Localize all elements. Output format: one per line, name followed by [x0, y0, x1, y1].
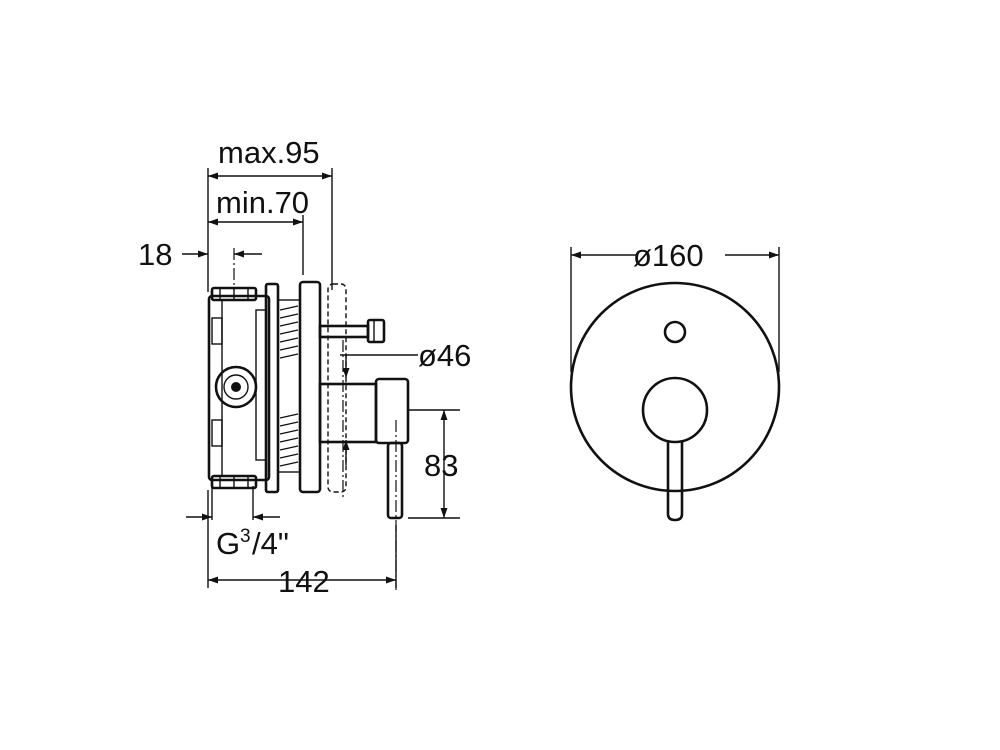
dim-lever-height: 83 [424, 448, 458, 483]
dim-thread-numerator: 3 [240, 526, 251, 547]
dim-offset: 18 [138, 237, 172, 272]
handle-hub-circle [641, 376, 709, 444]
phantom-plate [327, 283, 347, 493]
dim-min-depth: min.70 [216, 185, 309, 220]
front-view [569, 247, 781, 522]
dimension-labels: max.95 min.70 18 ø46 83 142 ø160 G 3 /4" [138, 135, 704, 599]
dim-max-depth: max.95 [218, 135, 320, 170]
valve-body [207, 286, 271, 490]
dim-total-depth: 142 [278, 564, 330, 599]
dim-thread: G 3 /4" [216, 526, 289, 561]
side-view [182, 168, 460, 590]
dim-plate-diameter: ø160 [633, 238, 704, 273]
dim-shaft-diameter: ø46 [418, 338, 471, 373]
dim-thread-denominator: /4" [252, 526, 289, 561]
extension-lines [207, 168, 460, 588]
wall-plate-circle [569, 281, 781, 493]
front-lever [666, 442, 684, 522]
ribbed-section [264, 280, 322, 494]
diverter-pin [318, 318, 386, 344]
dim-thread-prefix: G [216, 526, 240, 561]
handle-lever [318, 377, 410, 520]
diverter-knob-circle [663, 320, 687, 344]
